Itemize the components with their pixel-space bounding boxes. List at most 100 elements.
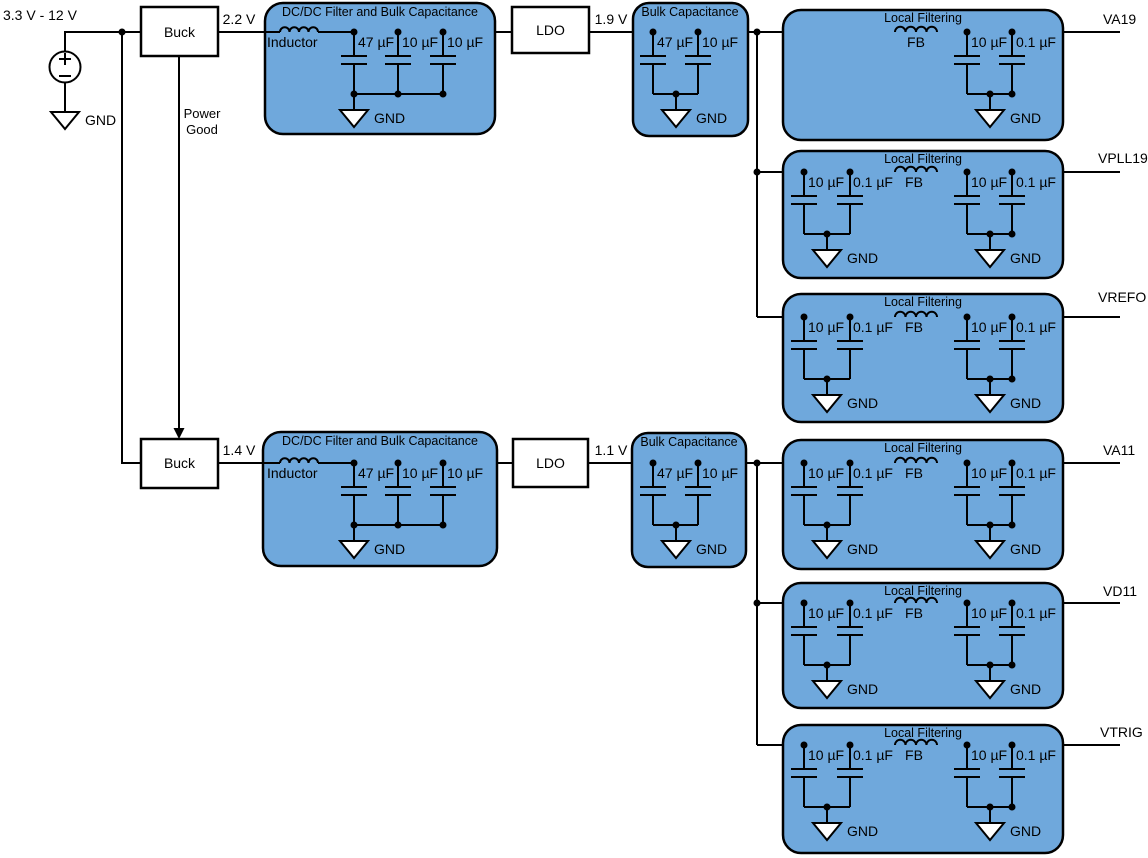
- dcdc-filter-block-2: DC/DC Filter and Bulk Capacitance Induct…: [261, 430, 499, 568]
- capacitor-value-label: 0.1 µF: [853, 465, 893, 481]
- vtrig-title: Local Filtering: [884, 726, 962, 740]
- buck-converter-1: Buck: [139, 5, 220, 58]
- dcdc-filter-block-1: DC/DC Filter and Bulk Capacitance Induct…: [263, 1, 497, 136]
- capacitor-value-label: 10 µF: [971, 319, 1007, 335]
- capacitor-value-label: 47 µF: [358, 465, 394, 481]
- dcdc2-title: DC/DC Filter and Bulk Capacitance: [282, 434, 478, 448]
- gnd-label: GND: [847, 395, 878, 411]
- ldo2-box: [511, 437, 590, 489]
- capacitor-value-label: 10 µF: [971, 465, 1007, 481]
- gnd-label: GND: [1010, 395, 1041, 411]
- bulk2-title: Bulk Capacitance: [640, 435, 737, 449]
- bulk-capacitance-block-2: Bulk Capacitance 47 µF 10 µF GND: [630, 431, 748, 569]
- capacitor-value-label: 10 µF: [808, 174, 844, 190]
- gnd-label: GND: [696, 541, 727, 557]
- buck2-label: Buck: [164, 455, 196, 471]
- arrow-down-icon: [173, 428, 185, 439]
- capacitor-value-label: 10 µF: [971, 174, 1007, 190]
- capacitor-value-label: 10 µF: [808, 465, 844, 481]
- dcdc1-block: [263, 1, 497, 136]
- power-good-connection: Power Good: [173, 56, 221, 439]
- capacitor-value-label: 10 µF: [447, 34, 483, 50]
- gnd-label: GND: [847, 823, 878, 839]
- capacitor-value-label: 0.1 µF: [853, 747, 893, 763]
- output-net-label: VREFO: [1098, 289, 1146, 305]
- fb-label: FB: [905, 174, 923, 190]
- capacitor-value-label: 10 µF: [971, 747, 1007, 763]
- buck-converter-2: Buck: [139, 437, 220, 490]
- ground-icon: [50, 95, 80, 130]
- capacitor-value-label: 0.1 µF: [853, 174, 893, 190]
- local-filter-va11: Local Filtering 10 µF 0.1 µF FB 10 µF 0.…: [781, 438, 1135, 571]
- capacitor-value-label: 10 µF: [808, 319, 844, 335]
- bulk1-block: [631, 1, 750, 138]
- gnd-label: GND: [847, 250, 878, 266]
- buck2-box: [139, 437, 220, 490]
- wire: [64, 31, 141, 52]
- local-filter-vd11: Local Filtering 10 µF 0.1 µF FB 10 µF 0.…: [781, 581, 1137, 710]
- bulk-capacitance-block-1: Bulk Capacitance 47 µF 10 µF GND: [631, 1, 750, 138]
- local-filter-vpll19: Local Filtering 10 µF 0.1 µF FB 10 µF 0.…: [781, 149, 1148, 280]
- fb-label: FB: [905, 747, 923, 763]
- power-good-label-line2: Good: [186, 122, 218, 137]
- dcdc2-block: [261, 430, 499, 568]
- va19-title: Local Filtering: [884, 11, 962, 25]
- capacitor-value-label: 0.1 µF: [1016, 34, 1056, 50]
- fb-label: FB: [905, 465, 923, 481]
- gnd-label: GND: [1010, 110, 1041, 126]
- capacitor-value-label: 0.1 µF: [1016, 465, 1056, 481]
- fb-label: FB: [907, 34, 925, 50]
- capacitor-value-label: 10 µF: [447, 465, 483, 481]
- local-filter-va19: Local Filtering FB 10 µF 0.1 µF GND VA19: [781, 8, 1136, 142]
- vrefo-title: Local Filtering: [884, 295, 962, 309]
- capacitor-value-label: 10 µF: [702, 465, 738, 481]
- capacitor-value-label: 0.1 µF: [1016, 319, 1056, 335]
- vpll19-block: [781, 149, 1065, 280]
- vd11-block: [781, 581, 1065, 710]
- capacitor-value-label: 47 µF: [657, 465, 693, 481]
- va11-block: [781, 438, 1065, 571]
- local-filter-vtrig: Local Filtering 10 µF 0.1 µF FB 10 µF 0.…: [781, 723, 1143, 855]
- bulk2-block: [630, 431, 748, 569]
- capacitor-value-label: 47 µF: [358, 34, 394, 50]
- gnd-label: GND: [1010, 250, 1041, 266]
- vrefo-block: [781, 292, 1065, 424]
- gnd-label: GND: [374, 541, 405, 557]
- ldo-1: LDO: [510, 5, 591, 55]
- capacitor-value-label: 0.1 µF: [853, 319, 893, 335]
- output-net-label: VA11: [1103, 442, 1135, 458]
- capacitor-value-label: 0.1 µF: [1016, 747, 1056, 763]
- buck1-output-voltage-label: 2.2 V: [223, 11, 256, 27]
- fb-label: FB: [905, 605, 923, 621]
- capacitor-value-label: 47 µF: [657, 34, 693, 50]
- capacitor-value-label: 10 µF: [808, 605, 844, 621]
- gnd-label: GND: [847, 541, 878, 557]
- capacitor-value-label: 10 µF: [971, 34, 1007, 50]
- gnd-label: GND: [374, 110, 405, 126]
- vtrig-block: [781, 723, 1065, 855]
- ldo-2: LDO: [511, 437, 590, 489]
- output-net-label: VA19: [1103, 11, 1136, 27]
- output-net-label: VD11: [1103, 583, 1137, 599]
- inductor-label: Inductor: [267, 465, 318, 481]
- capacitor-value-label: 0.1 µF: [1016, 605, 1056, 621]
- capacitor-value-label: 10 µF: [402, 465, 438, 481]
- capacitor-value-label: 10 µF: [808, 747, 844, 763]
- gnd-label: GND: [696, 110, 727, 126]
- vd11-title: Local Filtering: [884, 584, 962, 598]
- capacitor-value-label: 10 µF: [402, 34, 438, 50]
- ldo2-output-voltage-label: 1.1 V: [595, 442, 628, 458]
- capacitor-value-label: 0.1 µF: [853, 605, 893, 621]
- ldo1-output-voltage-label: 1.9 V: [595, 11, 628, 27]
- local-filter-vrefo: Local Filtering 10 µF 0.1 µF FB 10 µF 0.…: [781, 289, 1146, 424]
- ldo1-label: LDO: [536, 22, 565, 38]
- wire-left-rail: [121, 32, 141, 464]
- input-voltage-label: 3.3 V - 12 V: [3, 7, 78, 23]
- buck2-output-voltage-label: 1.4 V: [223, 442, 256, 458]
- gnd-label: GND: [847, 681, 878, 697]
- capacitor-value-label: 0.1 µF: [1016, 174, 1056, 190]
- ldo2-label: LDO: [536, 455, 565, 471]
- dcdc1-title: DC/DC Filter and Bulk Capacitance: [282, 5, 478, 19]
- output-net-label: VPLL19: [1098, 150, 1148, 166]
- fb-label: FB: [905, 319, 923, 335]
